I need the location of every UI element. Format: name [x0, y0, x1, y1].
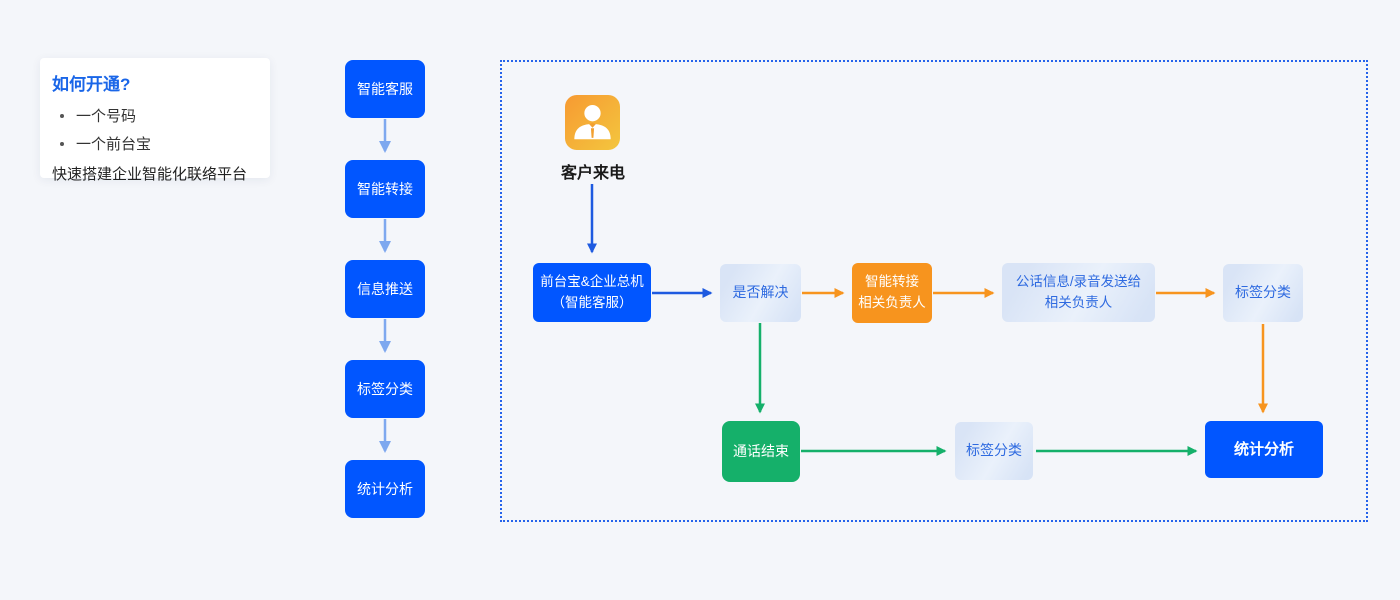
info-card-footer: 快速搭建企业智能化联络平台: [52, 166, 248, 183]
pipeline-step-4: 标签分类: [345, 360, 425, 418]
flow-node-call-end: 通话结束: [722, 421, 800, 482]
info-card-bullet-text: 一个号码: [76, 108, 137, 125]
info-card-bullet: 一个号码: [56, 105, 258, 126]
flow-diagram-frame: [500, 60, 1368, 522]
flow-node-transfer-line2: 相关负责人: [858, 295, 926, 310]
flow-node-tag-top: 标签分类: [1223, 264, 1303, 322]
info-card-bullet-text: 一个前台宝: [76, 136, 152, 153]
info-card-bullet: 一个前台宝: [56, 133, 258, 154]
flow-node-send-info-line1: 公话信息/录音发送给: [1015, 273, 1142, 289]
caller-label: 客户来电: [560, 165, 625, 182]
info-card-title: 如何开通?: [52, 75, 131, 94]
flow-node-send-info-line2: 相关负责人: [1044, 294, 1113, 310]
info-card: 如何开通? 一个号码 一个前台宝 快速搭建企业智能化联络平台: [40, 58, 270, 183]
flow-node-transfer: 智能转接 相关负责人: [852, 263, 932, 323]
bullet-dot-icon: [60, 113, 64, 118]
pipeline-step-2: 智能转接: [345, 160, 425, 218]
flow-node-tag-bottom: 标签分类: [955, 422, 1033, 480]
customer-person-icon: [565, 95, 620, 150]
bullet-dot-icon: [60, 141, 64, 146]
flow-node-send-info: 公话信息/录音发送给 相关负责人: [1002, 263, 1155, 322]
flow-node-resolved: 是否解决: [720, 264, 801, 322]
flow-node-transfer-line1: 智能转接: [865, 274, 919, 290]
flow-node-gateway-line2: （智能客服）: [551, 294, 633, 310]
pipeline-step-3: 信息推送: [345, 260, 425, 318]
flow-node-gateway-line1: 前台宝&企业总机: [540, 273, 644, 289]
pipeline-step-1: 智能客服: [345, 60, 425, 118]
flow-node-gateway: 前台宝&企业总机 （智能客服）: [533, 263, 651, 322]
flow-node-stats: 统计分析: [1205, 421, 1323, 478]
pipeline-step-5: 统计分析: [345, 460, 425, 518]
